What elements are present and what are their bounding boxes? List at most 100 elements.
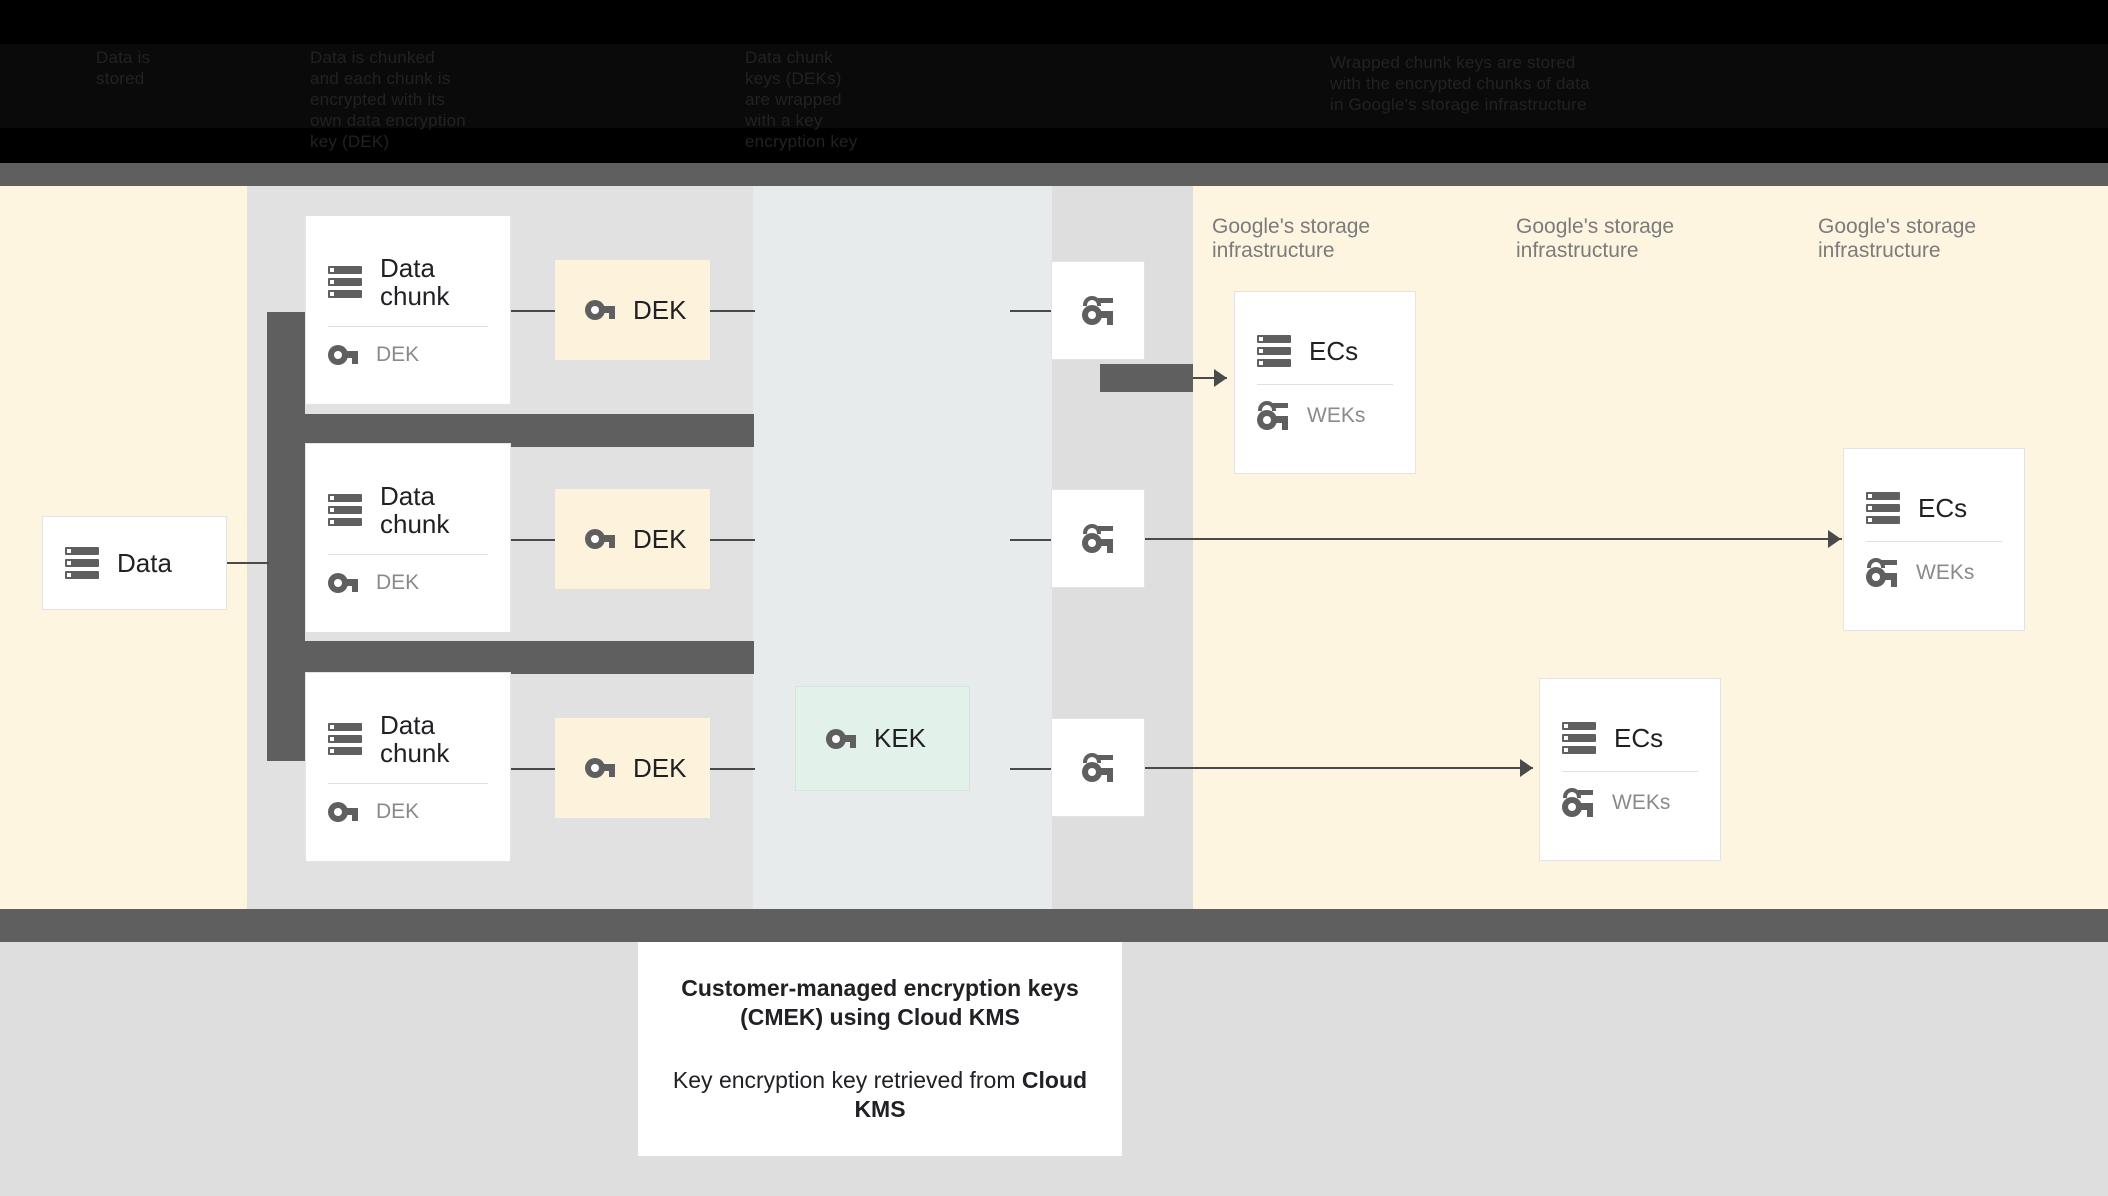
chunk-1-key-label: DEK [376, 342, 420, 366]
header-divider [0, 163, 2108, 186]
wrapped-key-icon [1082, 752, 1114, 783]
wrapped-key-tile-3[interactable] [1051, 718, 1145, 817]
wrapped-key-icon [1562, 788, 1594, 818]
ecs-2-header: ECs [1844, 491, 2024, 525]
server-icon [328, 722, 362, 756]
ecs-card-3[interactable]: ECs WEKs [1539, 678, 1721, 861]
wrapped-key-icon [1866, 558, 1898, 588]
ecs-1-header: ECs [1235, 334, 1415, 368]
wrapped-key-icon [1082, 523, 1114, 554]
ecs-3-title: ECs [1614, 723, 1664, 753]
key-icon [585, 528, 615, 550]
chunk-3-key-label: DEK [376, 799, 420, 823]
kek-box-label: KEK [874, 723, 927, 753]
wire-chunk3-dek [511, 768, 555, 770]
infra-label-2: Google's storage infrastructure [1516, 215, 1675, 262]
header-caption-2: Data is chunked and each chunk is encryp… [310, 48, 466, 151]
arrow-tile1-to-ecs1-line [1193, 377, 1227, 379]
ecs-3-key-label: WEKs [1612, 791, 1671, 814]
wrapped-key-tile-2[interactable] [1051, 489, 1145, 588]
chunk-3-header: Data chunk [306, 711, 510, 767]
chunk-1-title: Data chunk [380, 252, 450, 311]
infra-label-3: Google's storage infrastructure [1818, 215, 1977, 262]
data-card-title: Data [117, 548, 172, 578]
wrapped-key-tile-1[interactable] [1051, 261, 1145, 360]
caption-box: Customer-managed encryption keys (CMEK) … [638, 942, 1122, 1156]
dek-box-2-label: DEK [633, 523, 687, 554]
infra-label-1: Google's storage infrastructure [1212, 215, 1371, 262]
arrowhead-1 [1214, 369, 1227, 387]
header-caption-1: Data is stored [96, 48, 151, 88]
dek-box-1-label: DEK [633, 294, 687, 325]
wire-to-tile-1 [1010, 310, 1051, 312]
ecs-3-key-row: WEKs [1540, 788, 1720, 818]
chunk-3-key-row: DEK [306, 800, 510, 824]
wire-dek1-out [710, 310, 755, 312]
dek-box-3[interactable]: DEK [555, 718, 710, 818]
key-icon [585, 299, 615, 321]
arrow-tile3-to-ecs3-line [1145, 767, 1533, 769]
header-caption-3: Data chunk keys (DEKs) are wrapped with … [745, 48, 858, 151]
dek-box-2[interactable]: DEK [555, 489, 710, 589]
caption-line-1: Customer-managed encryption keys (CMEK) … [681, 975, 1079, 1030]
chunk-1-divider [328, 325, 488, 327]
arrowhead-3 [1520, 759, 1533, 777]
server-icon [1562, 721, 1596, 755]
wire-to-tile-3 [1010, 768, 1051, 770]
caption-line-2: Key encryption key retrieved from Cloud … [662, 1066, 1098, 1124]
wrapped-key-icon [1082, 295, 1114, 326]
ecs-2-title: ECs [1918, 493, 1968, 523]
wire-data-to-bracket [227, 562, 269, 564]
header-text-row: Data is stored Data is chunked and each … [0, 44, 2108, 151]
key-icon [328, 572, 358, 594]
ecs-card-1[interactable]: ECs WEKs [1234, 291, 1416, 474]
wire-chunk1-dek [511, 310, 555, 312]
ecs-2-key-label: WEKs [1916, 561, 1975, 584]
server-icon [1257, 334, 1291, 368]
chunk-3-title: Data chunk [380, 709, 450, 768]
key-icon [585, 757, 615, 779]
chunk-2-divider [328, 553, 488, 555]
wrapped-key-icon [1257, 401, 1289, 431]
fanout-bracket-arm-2 [267, 641, 754, 674]
arrow-tile1-to-ecs1-body [1100, 364, 1193, 392]
data-chunk-card-2[interactable]: Data chunk DEK [305, 443, 511, 633]
wire-chunk2-dek [511, 539, 555, 541]
key-icon [328, 801, 358, 823]
wire-dek3-out [710, 768, 755, 770]
chunk-1-header: Data chunk [306, 254, 510, 310]
data-chunk-card-3[interactable]: Data chunk DEK [305, 672, 511, 862]
chunk-2-title: Data chunk [380, 480, 450, 539]
chunk-2-key-row: DEK [306, 571, 510, 595]
ecs-1-key-label: WEKs [1307, 404, 1366, 427]
ecs-3-header: ECs [1540, 721, 1720, 755]
data-card[interactable]: Data [42, 516, 227, 610]
caption-line-2-strong: Cloud KMS [854, 1067, 1088, 1122]
caption-line-2-prefix: Key encryption key retrieved from [672, 1067, 1022, 1093]
key-icon [328, 344, 358, 366]
server-icon [328, 265, 362, 299]
chunk-1-key-row: DEK [306, 343, 510, 367]
server-icon [65, 546, 99, 580]
server-icon [1866, 491, 1900, 525]
ecs-card-2[interactable]: ECs WEKs [1843, 448, 2025, 631]
server-icon [328, 493, 362, 527]
chunk-3-divider [328, 782, 488, 784]
chunk-2-header: Data chunk [306, 482, 510, 538]
fanout-bracket-stem [267, 312, 305, 761]
data-chunk-card-1[interactable]: Data chunk DEK [305, 215, 511, 405]
chunk-2-key-label: DEK [376, 570, 420, 594]
ecs-1-divider [1257, 384, 1393, 385]
ecs-2-key-row: WEKs [1844, 558, 2024, 588]
wire-dek2-out [710, 539, 755, 541]
ecs-1-key-row: WEKs [1235, 401, 1415, 431]
ecs-1-title: ECs [1309, 336, 1359, 366]
key-icon [826, 728, 856, 750]
dek-box-1[interactable]: DEK [555, 260, 710, 360]
wire-to-tile-2 [1010, 539, 1051, 541]
kek-box[interactable]: KEK [795, 686, 970, 791]
arrowhead-2 [1828, 530, 1841, 548]
header-caption-4: Wrapped chunk keys are stored with the e… [1330, 53, 1590, 114]
ecs-2-divider [1866, 541, 2002, 542]
